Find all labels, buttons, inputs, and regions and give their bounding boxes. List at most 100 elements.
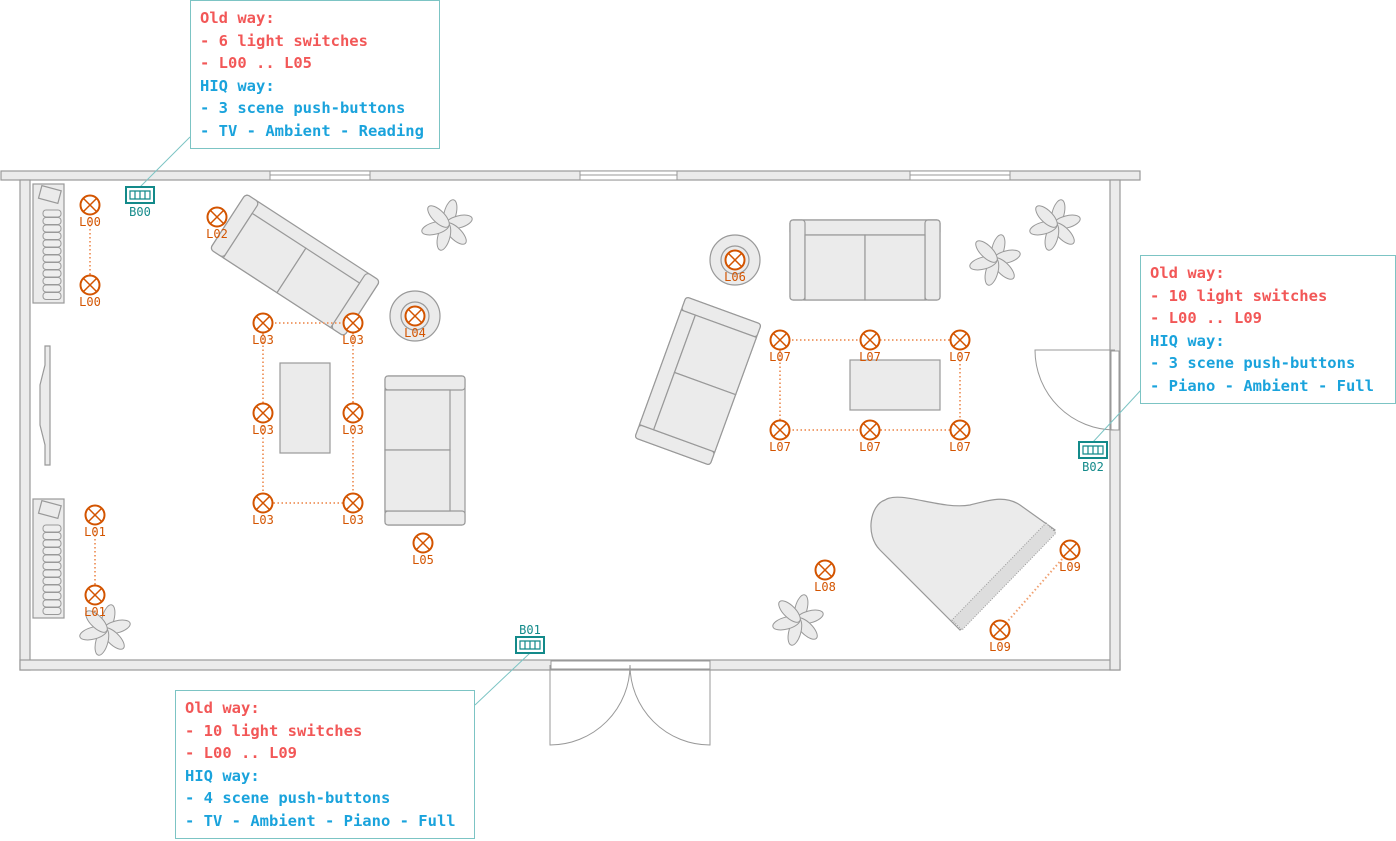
lamp-l00[interactable]: L00 (79, 194, 101, 230)
lamp-l07[interactable]: L07 (769, 419, 791, 455)
hiq-line: - 3 scene push-buttons (200, 99, 406, 117)
bench-slat (42, 232, 62, 240)
lamp-l03[interactable]: L03 (342, 492, 364, 528)
bench-slat (42, 262, 62, 270)
lamp-icon (252, 312, 274, 334)
lamp-label: L08 (814, 580, 836, 594)
lamp-icon (949, 329, 971, 351)
hiq-title: HIQ way: (1150, 331, 1225, 350)
plant-icon (969, 234, 1021, 286)
lamp-label: L07 (949, 350, 971, 364)
lamp-icon (769, 419, 791, 441)
bench-slat (42, 284, 62, 293)
doors (549, 349, 1116, 746)
old-line: - L00 .. L05 (200, 54, 312, 72)
lamp-icon (949, 419, 971, 441)
plant-icon (772, 594, 824, 646)
lamp-l03[interactable]: L03 (252, 402, 274, 438)
sofa-angled-right (635, 297, 761, 465)
lamp-l07[interactable]: L07 (859, 419, 881, 455)
sofa-angled-left (210, 194, 380, 336)
bench-slat (42, 532, 62, 540)
coffee-table-left (279, 362, 331, 454)
lamp-l07[interactable]: L07 (859, 329, 881, 365)
lamp-icon (342, 492, 364, 514)
lamp-label: L03 (342, 423, 364, 437)
push-button-b00[interactable]: B00 (125, 186, 155, 219)
old-line: - 10 light switches (1150, 286, 1328, 305)
lamp-icon (84, 584, 106, 606)
old-line: - L00 .. L09 (1150, 309, 1262, 327)
lamp-icon (724, 249, 746, 271)
bench-slat (42, 599, 62, 608)
lamp-l09[interactable]: L09 (989, 619, 1011, 655)
lamp-l01[interactable]: L01 (84, 504, 106, 540)
hiq-line: - 3 scene push-buttons (1150, 354, 1356, 372)
coffee-table-right (849, 359, 941, 411)
bench-slat (42, 562, 62, 570)
old-line: - 10 light switches (185, 721, 363, 740)
bench-slat (42, 607, 62, 615)
lamp-l03[interactable]: L03 (252, 312, 274, 348)
plant-icon (421, 199, 473, 251)
bench-slat (42, 547, 62, 555)
lamp-l06[interactable]: L06 (724, 249, 746, 285)
bench-slat (42, 217, 62, 225)
lamp-label: L03 (342, 513, 364, 527)
lamp-label: L00 (79, 215, 101, 229)
lamp-label: L01 (84, 605, 106, 619)
lamp-label: L09 (1059, 560, 1081, 574)
lamp-l04[interactable]: L04 (404, 305, 426, 341)
lamp-l08[interactable]: L08 (814, 559, 836, 595)
lamp-l05[interactable]: L05 (412, 532, 434, 568)
bench-slat (42, 577, 62, 585)
bench-slat (42, 524, 62, 533)
lamp-wiring (89, 205, 1071, 631)
lamp-label: L03 (252, 513, 274, 527)
lamp-icon (989, 619, 1011, 641)
old-title: Old way: (185, 699, 260, 717)
lamp-l09[interactable]: L09 (1059, 539, 1081, 575)
lamp-icon (342, 402, 364, 424)
lamp-icon (769, 329, 791, 351)
lamp-l03[interactable]: L03 (342, 402, 364, 438)
bench-slat (42, 569, 62, 578)
old-line: - 6 light switches (200, 31, 368, 50)
sofa-left (384, 375, 466, 526)
bench-slat (42, 277, 62, 285)
lamp-l07[interactable]: L07 (949, 329, 971, 365)
windows (269, 170, 1011, 181)
push-button-label: B00 (129, 205, 151, 219)
lamp-l00[interactable]: L00 (79, 274, 101, 310)
lamp-icon (404, 305, 426, 327)
piano-keys (951, 522, 1057, 631)
lamp-label: L09 (989, 640, 1011, 654)
lamp-l01[interactable]: L01 (84, 584, 106, 620)
lamp-icon (1059, 539, 1081, 561)
piano (870, 496, 1056, 631)
lamp-icon (79, 194, 101, 216)
lamp-l07[interactable]: L07 (769, 329, 791, 365)
furniture (32, 183, 1057, 631)
hiq-title: HIQ way: (185, 766, 260, 785)
lamp-l03[interactable]: L03 (252, 492, 274, 528)
lamp-l07[interactable]: L07 (949, 419, 971, 455)
hiq-title: HIQ way: (200, 76, 275, 95)
hiq-line: - 4 scene push-buttons (185, 789, 391, 807)
lamp-l02[interactable]: L02 (206, 206, 228, 242)
push-button-b02[interactable]: B02 (1078, 441, 1108, 474)
plant-icon (79, 604, 131, 656)
bench-slat (42, 239, 62, 248)
push-button-label: B01 (519, 623, 541, 637)
lamp-label: L07 (769, 440, 791, 454)
hiq-line: - TV - Ambient - Piano - Full (185, 811, 456, 830)
push-button-b01[interactable]: B01 (515, 623, 545, 654)
hiq-line: - Piano - Ambient - Full (1150, 376, 1374, 395)
lamp-icon (814, 559, 836, 581)
lamp-icon (206, 206, 228, 228)
lamp-l03[interactable]: L03 (342, 312, 364, 348)
